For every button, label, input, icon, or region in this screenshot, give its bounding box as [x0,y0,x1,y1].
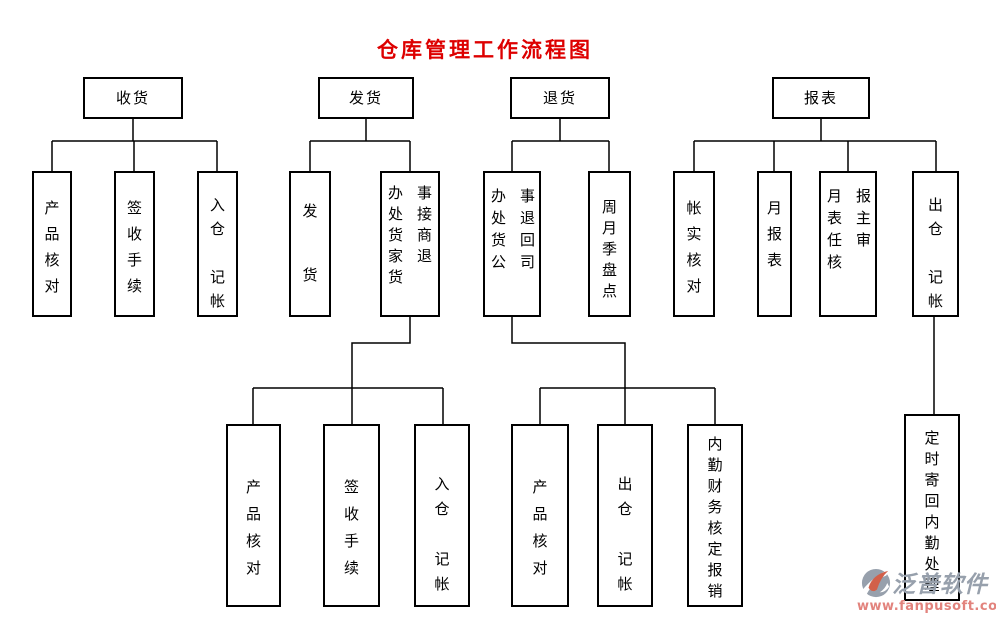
node-receiving: 收货 [83,77,183,119]
node-product-check-3: 产 品 核 对 [511,424,569,607]
swirl-leaf-logo-icon [861,568,891,598]
node-monthly-report: 月 报 表 [757,171,792,317]
watermark: 泛普软件 www.fanpusoft.com [855,565,996,617]
node-warehouse-out-bookkeeping-2: 出 仓 记 帐 [597,424,653,607]
node-warehouse-in-bookkeeping-1: 入 仓 记 帐 [197,171,238,317]
node-periodic-stocktake: 周 月 季 盘 点 [588,171,631,317]
node-product-check-2: 产 品 核 对 [226,424,281,607]
node-ship-goods: 发 货 [289,171,331,317]
node-sign-procedure-1: 签 收 手 续 [114,171,155,317]
node-shipping: 发货 [318,77,414,119]
node-send-back-internal-processing: 定 时 寄 回 内 勤 处 理 [904,414,960,601]
node-account-reality-check: 帐 实 核 对 [673,171,715,317]
node-report-supervisor-review: 月报 表主 任审 核 [819,171,877,317]
node-reports: 报表 [772,77,870,119]
node-office-return-to-company: 办事 处退 货回 公司 [483,171,541,317]
node-warehouse-in-bookkeeping-2: 入 仓 记 帐 [414,424,470,607]
node-returns: 退货 [510,77,610,119]
node-warehouse-out-bookkeeping-1: 出 仓 记 帐 [912,171,959,317]
diagram-title: 仓库管理工作流程图 [377,38,593,62]
watermark-brand-text: 泛普软件 [892,572,988,598]
node-sign-procedure-2: 签 收 手 续 [323,424,380,607]
node-internal-finance-reimbursement: 内 勤 财 务 核 定 报 销 [687,424,743,607]
node-office-receive-merchant-returns: 办事 处接 货商 家退 货 [380,171,440,317]
node-product-check-1: 产 品 核 对 [32,171,72,317]
watermark-url-text: www.fanpusoft.com [857,599,996,614]
